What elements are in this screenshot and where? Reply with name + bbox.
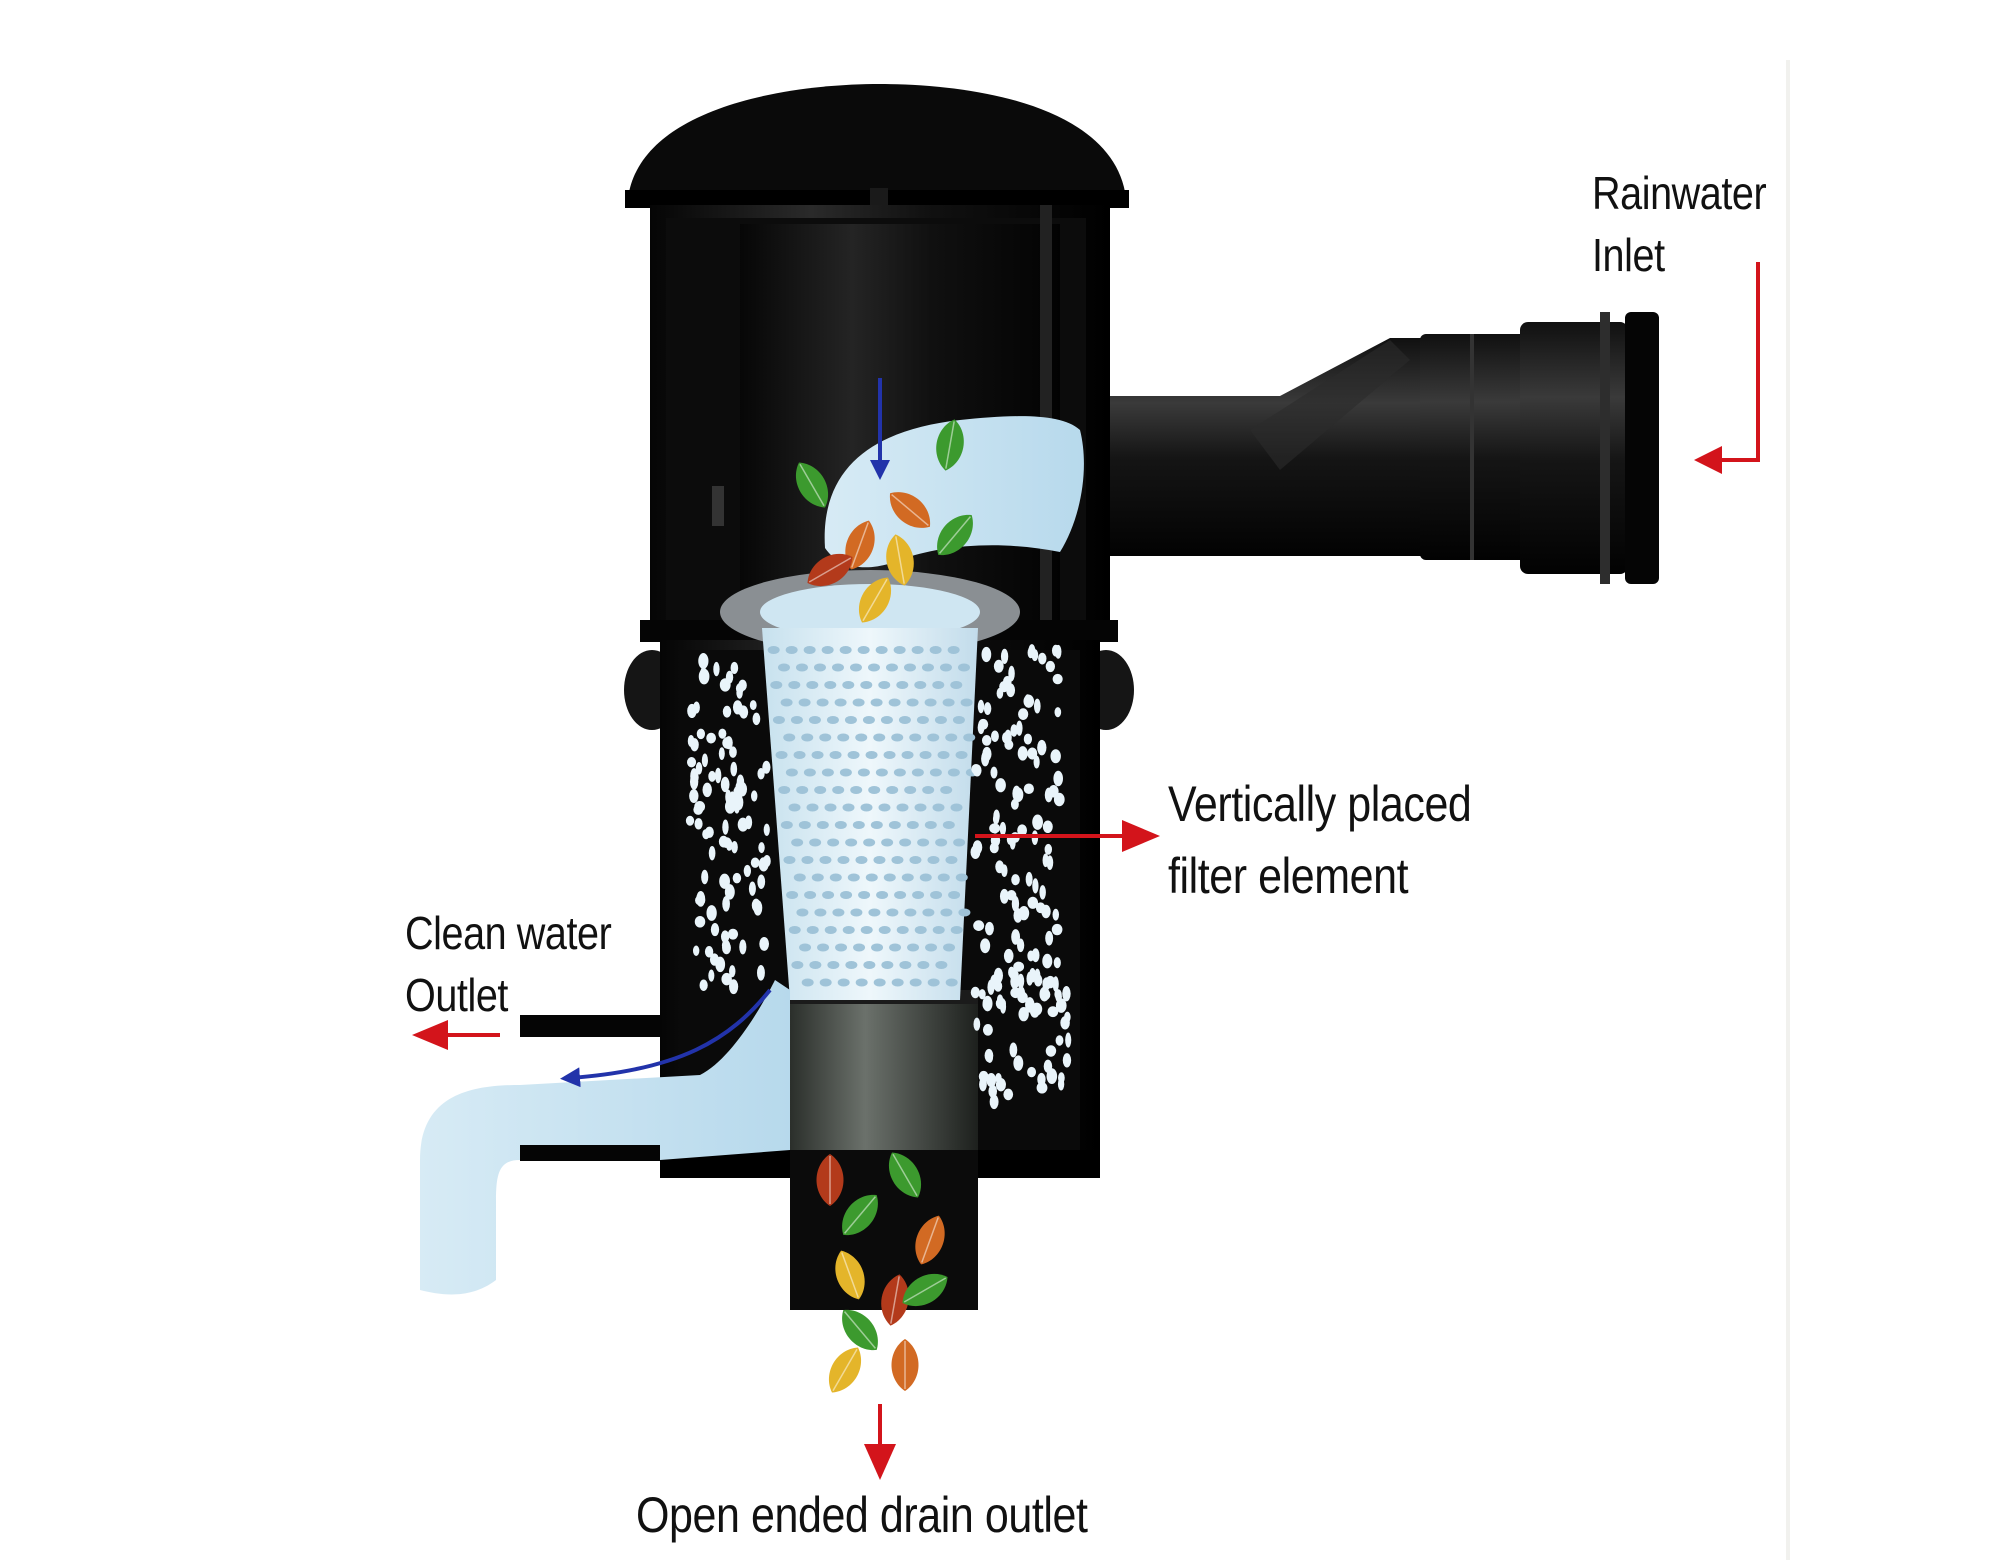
filter-element-label: Vertically placed filter element [1168, 768, 1472, 912]
flow-arrow-out [560, 988, 772, 1088]
housing-lid [628, 84, 1126, 198]
clean-water-outlet-pipe [420, 980, 790, 1295]
drain-outlet-label: Open ended drain outlet [636, 1487, 1088, 1543]
page-edge-strip [1786, 60, 1790, 1560]
rainwater-inlet-label-line1: Rainwater [1592, 167, 1767, 219]
leaf-debris [795, 419, 973, 1393]
filter-element-label-line2: filter element [1168, 848, 1409, 904]
clean-water-outlet-label-line1: Clean water [405, 907, 612, 959]
clean-water-outlet-label: Clean water Outlet [405, 902, 612, 1026]
rainwater-inlet-pipe [1100, 312, 1659, 584]
rainwater-inlet-label: Rainwater Inlet [1592, 162, 1767, 286]
water-droplets [685, 644, 1072, 1110]
inlet-callout-arrow [1698, 262, 1760, 462]
incoming-water-stream [824, 378, 1084, 568]
rainwater-inlet-label-line2: Inlet [1592, 229, 1665, 281]
filter-element-label-line1: Vertically placed [1168, 776, 1472, 832]
filter-perforations [767, 646, 978, 987]
callout-arrows [412, 262, 1760, 1480]
clean-water-outlet-label-line2: Outlet [405, 969, 508, 1021]
filter-element [720, 570, 1020, 1000]
